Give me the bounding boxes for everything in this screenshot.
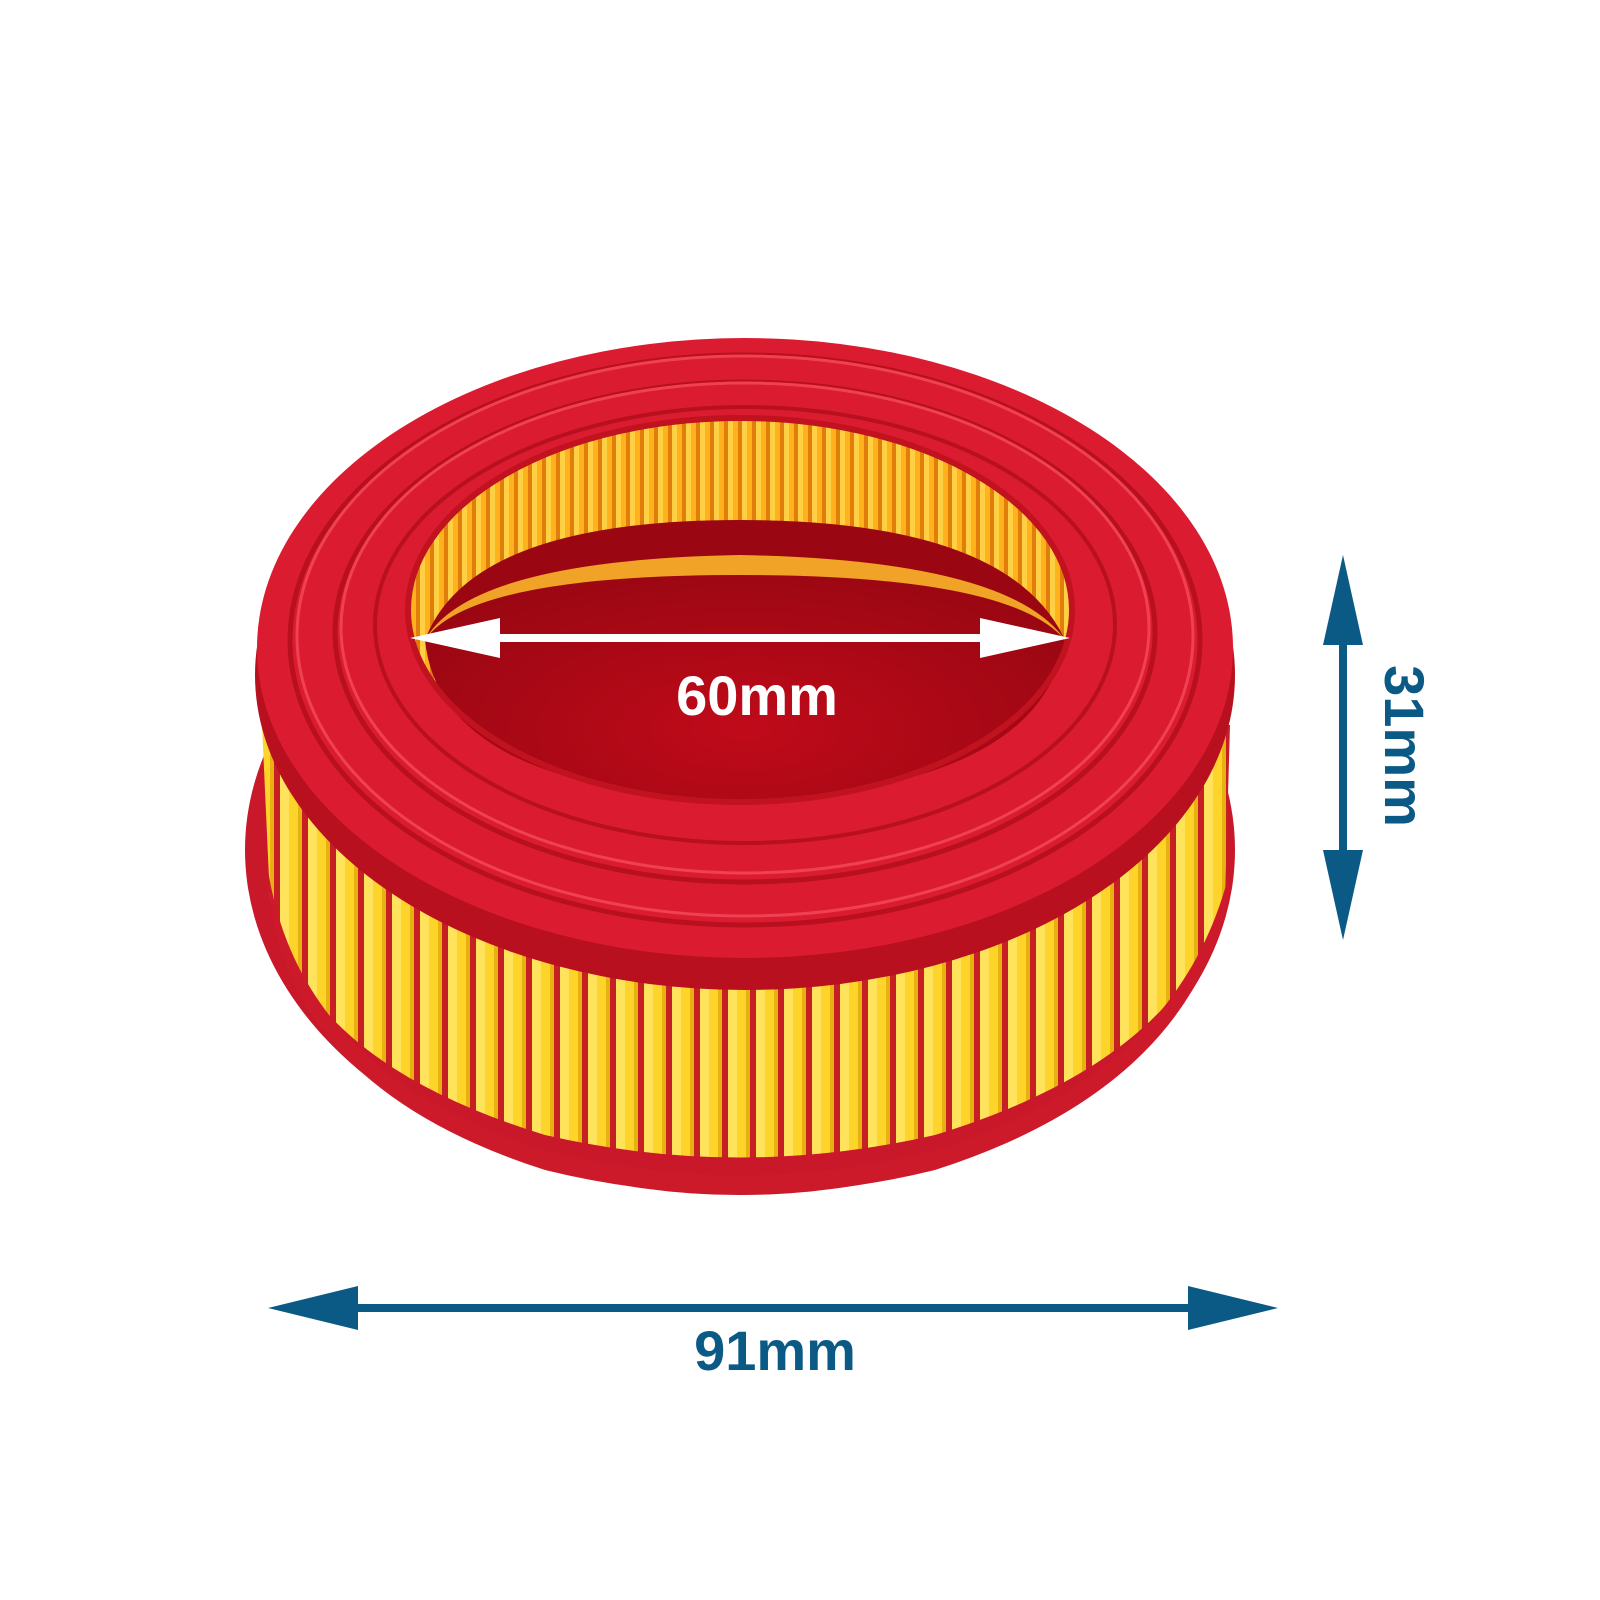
height-arrow-top-head (1323, 555, 1363, 645)
inner-arrow-right-head (980, 618, 1070, 658)
filter-inner-base (425, 520, 1065, 800)
height-label: 31mm (1373, 665, 1436, 827)
height-arrow (1323, 555, 1363, 940)
outer-arrow-right-head (1188, 1286, 1278, 1330)
filter-inner-rim-edge (405, 415, 1075, 805)
filter-inner-pleat-tips (425, 555, 1065, 640)
filter-ridge-middle-highlight (339, 381, 1151, 875)
outer-diameter-label: 91mm (694, 1319, 856, 1382)
outer-arrow-left-head (268, 1286, 358, 1330)
height-arrow-bottom-head (1323, 850, 1363, 940)
filter-ridge-inner (373, 405, 1117, 845)
filter-ridge-outer-highlight (295, 354, 1195, 918)
inner-arrow-left-head (410, 618, 500, 658)
inner-diameter-label: 60mm (676, 664, 838, 727)
outer-diameter-arrow (268, 1286, 1278, 1330)
inner-diameter-arrow (410, 618, 1070, 658)
